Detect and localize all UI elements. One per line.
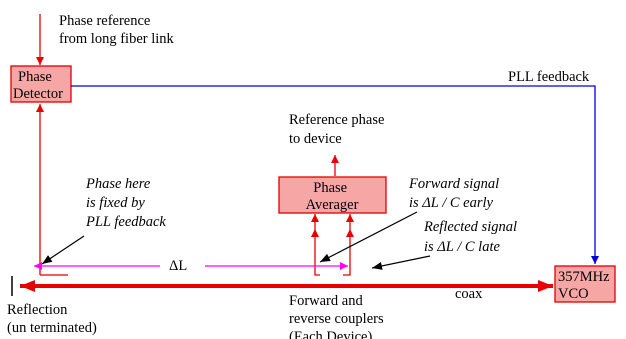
- reflection-label: Reflection (un terminated): [7, 302, 97, 336]
- vco-label: 357MHz VCO: [558, 269, 613, 302]
- forward-signal-pointer: [319, 211, 418, 263]
- pll-feedback-path: [71, 85, 599, 264]
- phase-here-note: Phase here is fixed by PLL feedback: [85, 176, 166, 230]
- forward-coupler-arrow: [311, 229, 320, 276]
- reflected-signal-note: Reflected signal is ΔL / C late: [423, 219, 521, 255]
- coax-label: coax: [455, 286, 483, 302]
- pll-feedback-label: PLL feedback: [508, 69, 590, 85]
- forward-signal-note: Forward signal is ΔL / C early: [408, 176, 503, 211]
- vco-box: [554, 265, 616, 303]
- couplers-label: Forward and reverse couplers (Each Devic…: [289, 293, 387, 339]
- phase-detector-box: [10, 65, 72, 103]
- delta-l-label: ΔL: [169, 258, 187, 274]
- reference-phase-label: Reference phase to device: [289, 112, 388, 147]
- phase-detector-label: Phase Detector: [13, 69, 63, 102]
- phase-here-pointer: [41, 235, 85, 265]
- reverse-coupler-arrow: [343, 229, 354, 276]
- phase-reference-label: Phase reference from long fiber link: [59, 13, 175, 47]
- reflected-signal-pointer: [371, 255, 431, 270]
- phase-averager-label: Phase Averager: [306, 180, 359, 213]
- phase-averager-box: [278, 176, 387, 214]
